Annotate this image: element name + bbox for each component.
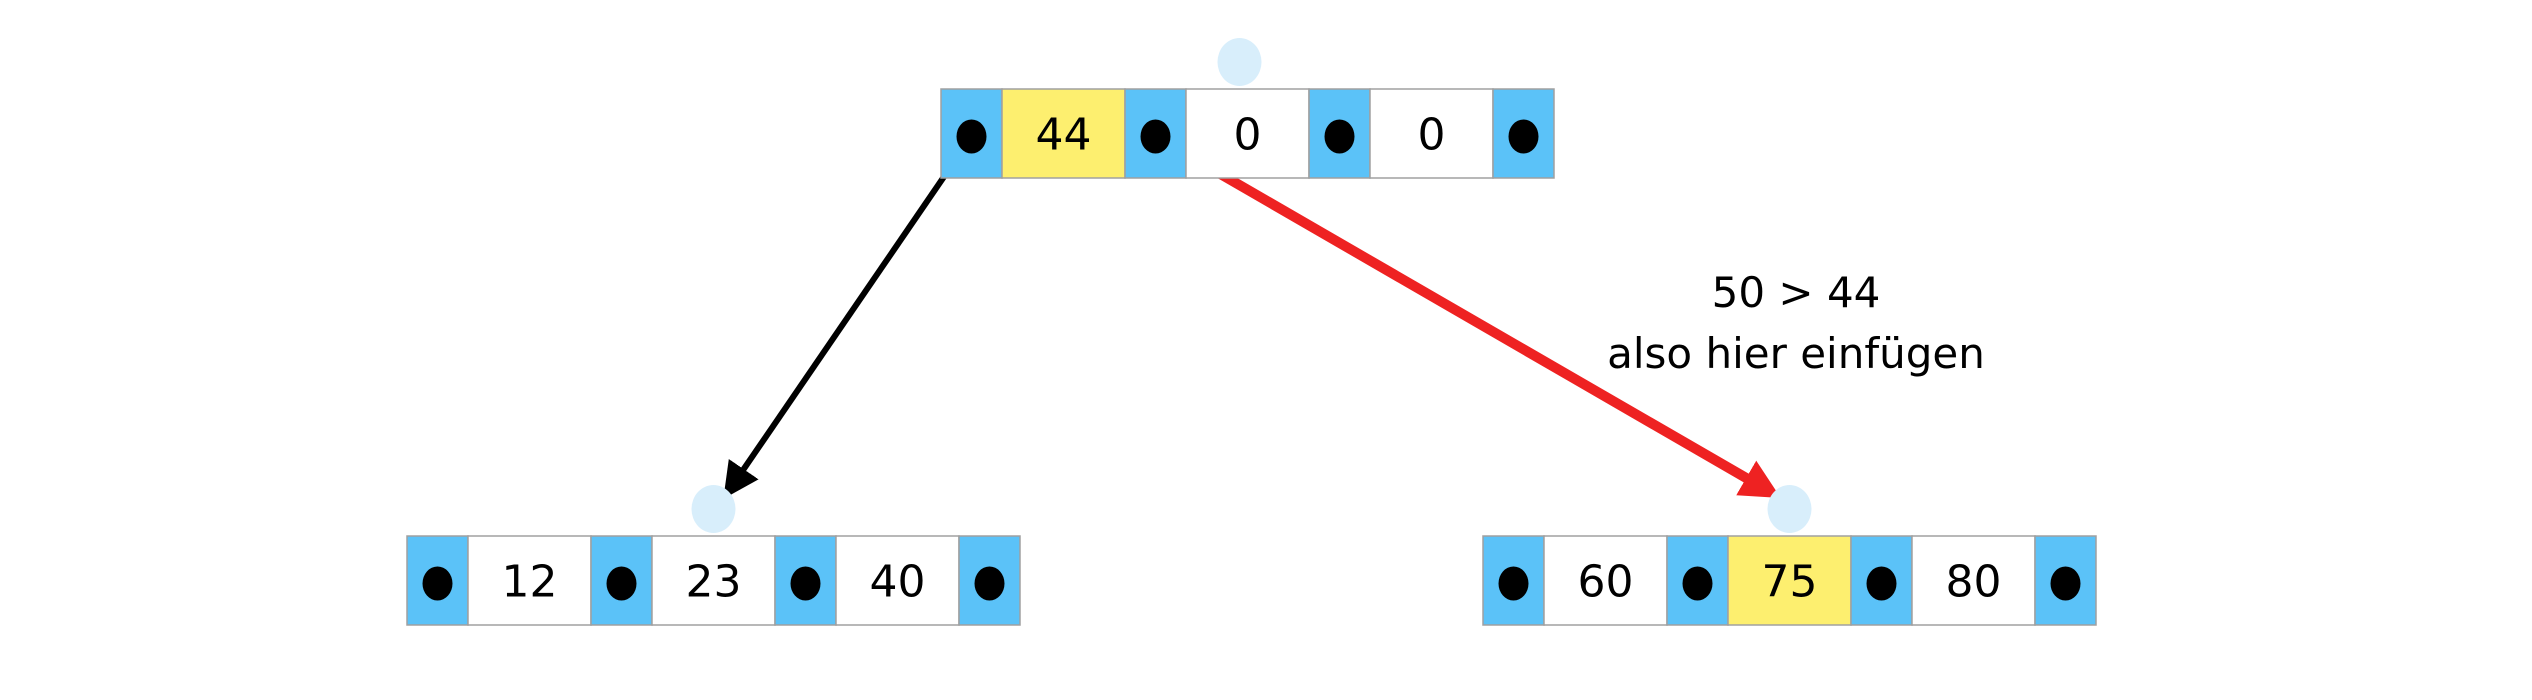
edges [723, 132, 1781, 499]
pointer-dot-icon [1324, 119, 1355, 154]
key-value: 12 [502, 557, 558, 608]
key-cell [835, 535, 960, 626]
pointer-dot-icon [974, 566, 1005, 601]
key-value: 44 [1036, 110, 1092, 161]
annotation-line2: also hier einfügen [1607, 329, 1985, 378]
pointer-dot-icon [1508, 119, 1539, 154]
insert-position-marker [691, 485, 736, 533]
nodes: 44 0 0 12 23 40 60 75 80 [406, 38, 2097, 626]
key-cell [467, 535, 592, 626]
annotation: 50 > 44 also hier einfügen [1607, 268, 1985, 378]
annotation-line1: 50 > 44 [1712, 268, 1881, 317]
pointer-dot-icon [422, 566, 453, 601]
key-value: 60 [1578, 557, 1634, 608]
key-value: 80 [1946, 557, 2002, 608]
key-cell [651, 535, 776, 626]
node-right-child: 60 75 80 [1482, 485, 2097, 626]
pointer-dot-icon [790, 566, 821, 601]
key-value: 40 [870, 557, 926, 608]
key-cell [1543, 535, 1668, 626]
insert-position-marker [1217, 38, 1262, 86]
insert-path-arrow [1152, 132, 1781, 499]
pointer-dot-icon [1498, 566, 1529, 601]
pointer-dot-icon [2050, 566, 2081, 601]
key-value: 0 [1234, 110, 1262, 161]
pointer-dot-icon [1682, 566, 1713, 601]
pointer-dot-icon [1866, 566, 1897, 601]
key-cell [1911, 535, 2036, 626]
node-left-child: 12 23 40 [406, 485, 1021, 626]
pointer-dot-icon [956, 119, 987, 154]
pointer-dot-icon [1140, 119, 1171, 154]
key-cell-highlighted [1727, 535, 1852, 626]
key-value: 0 [1418, 110, 1446, 161]
key-value: 75 [1762, 557, 1818, 608]
insert-position-marker [1767, 485, 1812, 533]
node-root: 44 0 0 [940, 38, 1555, 179]
key-value: 23 [686, 557, 742, 608]
pointer-dot-icon [606, 566, 637, 601]
child-pointer-arrow [723, 134, 974, 499]
